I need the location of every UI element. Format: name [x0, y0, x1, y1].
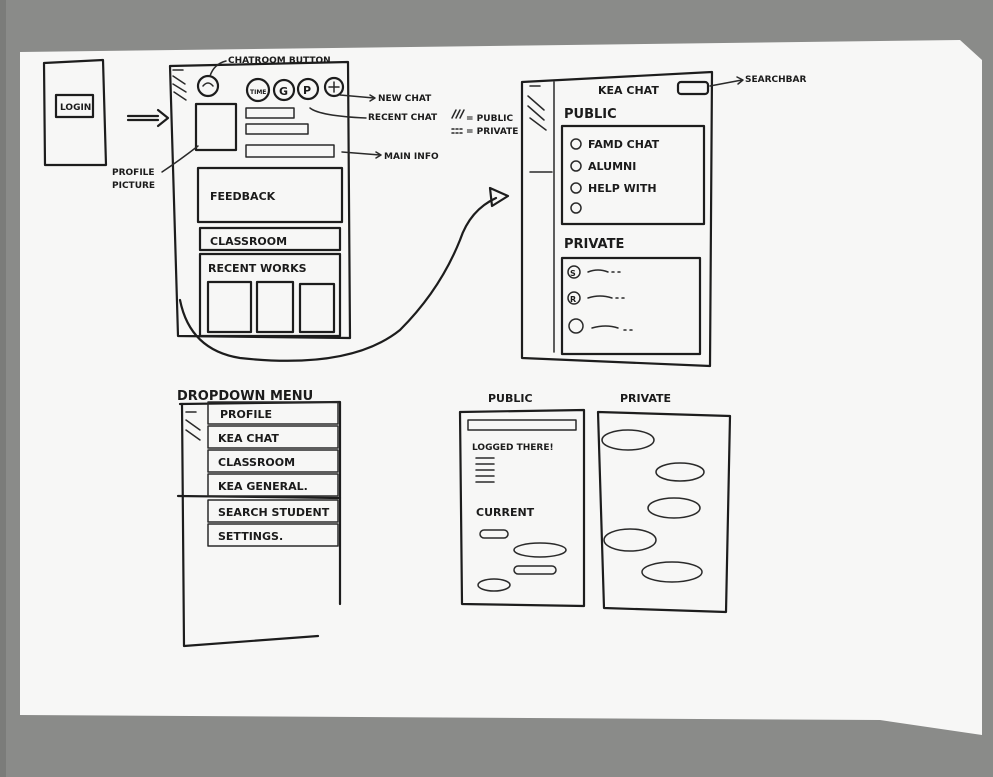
chat-bubble: [479, 529, 509, 539]
flow-arrow-login: [126, 108, 170, 128]
public-chat-item-label: HELP WITH: [588, 182, 657, 195]
public-chat-item[interactable]: [570, 202, 582, 214]
time-icon-label: TIME: [250, 89, 266, 96]
private-chat-screen: PRIVATE: [596, 392, 732, 614]
annotation-private-legend: = PRIVATE: [466, 127, 518, 137]
annotation-searchbar: SEARCHBAR: [745, 75, 806, 85]
chat-screen-title: KEA CHAT: [598, 84, 659, 97]
login-screen: LOGIN: [42, 58, 108, 167]
chat-bubble: [647, 497, 701, 519]
logged-users-list: [475, 457, 495, 483]
dropdown-item-label: KEA GENERAL.: [218, 480, 308, 493]
flow-arrow-chat: [178, 186, 510, 362]
private-chat-list: [560, 256, 702, 356]
private-chat-item[interactable]: S: [567, 265, 621, 279]
dropdown-item-label: SEARCH STUDENT: [218, 506, 330, 519]
info-bar: [245, 144, 335, 158]
dropdown-item[interactable]: KEA GENERAL.: [207, 473, 339, 497]
dropdown-item-label: PROFILE: [220, 408, 272, 421]
recent-chat-icon[interactable]: [272, 78, 296, 102]
chat-bubble: [477, 578, 511, 592]
public-heading: PUBLIC: [564, 107, 617, 122]
dropdown-item-label: CLASSROOM: [218, 456, 295, 469]
public-chat-item-label: ALUMNI: [588, 160, 636, 173]
recent-work-card[interactable]: [255, 280, 295, 334]
recent-work-card[interactable]: [298, 282, 336, 334]
public-chat-search[interactable]: [467, 419, 577, 431]
public-chat-item-label: FAMD CHAT: [588, 138, 660, 151]
dropdown-menu-title: DROPDOWN MENU: [177, 389, 313, 404]
dropdown-menu-sketch: DROPDOWN MENU PROFILE KEA CHAT CLASSROOM…: [176, 389, 342, 648]
chat-bubble: [601, 429, 655, 451]
dropdown-item-label: SETTINGS.: [218, 530, 283, 543]
paper-sheet-page: [20, 40, 982, 735]
dropdown-item[interactable]: SEARCH STUDENT: [207, 499, 339, 523]
classroom-box[interactable]: [198, 226, 342, 252]
feedback-label: FEEDBACK: [210, 190, 276, 203]
recent-works-label: RECENT WORKS: [208, 262, 307, 275]
login-button[interactable]: [54, 93, 95, 119]
recent-work-card[interactable]: [206, 280, 253, 334]
chatroom-button[interactable]: [196, 74, 220, 98]
annotation-public-legend: = PUBLIC: [466, 114, 514, 124]
chat-bubble: [513, 565, 557, 575]
private-chat-heading: PRIVATE: [620, 392, 671, 405]
chat-bubble: [641, 561, 703, 583]
info-bar: [245, 123, 309, 135]
dropdown-item[interactable]: CLASSROOM: [207, 449, 339, 473]
chat-bubble: [603, 528, 657, 552]
feedback-box[interactable]: [196, 166, 344, 224]
recent-works-box: [198, 252, 342, 338]
annotation-chatroom-button: CHATROOM BUTTON: [228, 56, 331, 66]
chat-bubble: [513, 542, 567, 558]
public-chat-item[interactable]: FAMD CHAT: [570, 138, 660, 151]
private-chat-item-glyph: R: [570, 295, 576, 304]
public-chat-logged-there: LOGGED THERE!: [472, 443, 554, 453]
public-chat-heading: PUBLIC: [488, 392, 533, 405]
annotation-profile-picture-1: PROFILE: [112, 168, 155, 178]
time-icon[interactable]: [245, 77, 271, 103]
annotation-main-info: MAIN INFO: [384, 152, 439, 162]
new-chat-icon[interactable]: [323, 76, 345, 98]
dropdown-item[interactable]: SETTINGS.: [207, 523, 339, 547]
annotation-new-chat: NEW CHAT: [378, 94, 432, 104]
public-chat-current: CURRENT: [476, 506, 535, 519]
public-chat-screen: PUBLIC LOGGED THERE! CURRENT: [458, 392, 586, 608]
dropdown-item[interactable]: PROFILE: [207, 401, 339, 425]
dropdown-item[interactable]: KEA CHAT: [207, 425, 339, 449]
annotation-profile-picture-2: PICTURE: [112, 181, 155, 191]
recent-chat-icon-glyph: G: [279, 85, 288, 98]
private-chat-item[interactable]: R: [567, 291, 625, 305]
public-chat-item[interactable]: ALUMNI: [570, 160, 636, 173]
chat-bubble: [655, 462, 705, 482]
home-annotations: CHATROOM BUTTON NEW CHAT RECENT CHAT = P…: [112, 56, 518, 191]
profile-icon[interactable]: [296, 77, 320, 101]
chat-screen: KEA CHAT SEARCHBAR PUBLIC FAMD CHAT ALUM…: [520, 70, 806, 368]
profile-icon-glyph: P: [303, 84, 311, 97]
home-screen: TIME G P FEEDBACK CLASSROOM RECENT WORKS: [168, 60, 352, 340]
annotation-recent-chat: RECENT CHAT: [368, 113, 438, 123]
classroom-label: CLASSROOM: [210, 235, 287, 248]
private-chat-item[interactable]: [568, 318, 633, 334]
dropdown-item-label: KEA CHAT: [218, 432, 279, 445]
private-chat-item-glyph: S: [570, 269, 576, 278]
profile-picture: [194, 102, 238, 152]
private-heading: PRIVATE: [564, 237, 624, 252]
public-chat-item[interactable]: HELP WITH: [570, 182, 657, 195]
chat-search-bar[interactable]: [676, 80, 710, 96]
info-bar: [245, 107, 295, 119]
login-button-label: LOGIN: [60, 103, 91, 113]
public-chat-list: [560, 124, 706, 226]
